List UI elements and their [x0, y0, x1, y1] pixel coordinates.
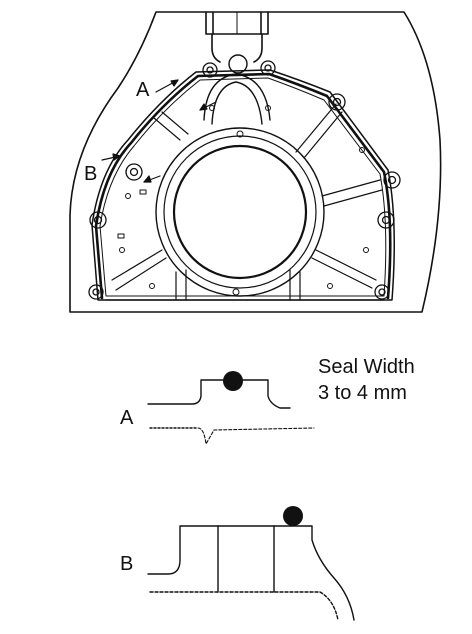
housing-outline [69, 11, 442, 313]
leader-arrows [101, 79, 217, 183]
main-bore [155, 127, 325, 297]
seal-width-value: 3 to 4 mm [318, 382, 407, 404]
seal-width-note: Seal Width 3 to 4 mm [318, 354, 415, 406]
label-b-top: B [84, 163, 98, 185]
seal-width-label: Seal Width [318, 356, 415, 378]
seal-bead-b [283, 506, 303, 526]
label-a-top: A [136, 79, 150, 101]
seal-bead-a [223, 371, 243, 391]
top-arch [203, 54, 271, 125]
section-b-profile [147, 525, 355, 621]
bolt-bosses [88, 60, 401, 300]
label-a-section: A [120, 407, 134, 429]
label-b-section: B [120, 553, 134, 575]
small-holes [117, 105, 369, 296]
ribs [105, 103, 385, 301]
flange-plate [91, 69, 395, 301]
